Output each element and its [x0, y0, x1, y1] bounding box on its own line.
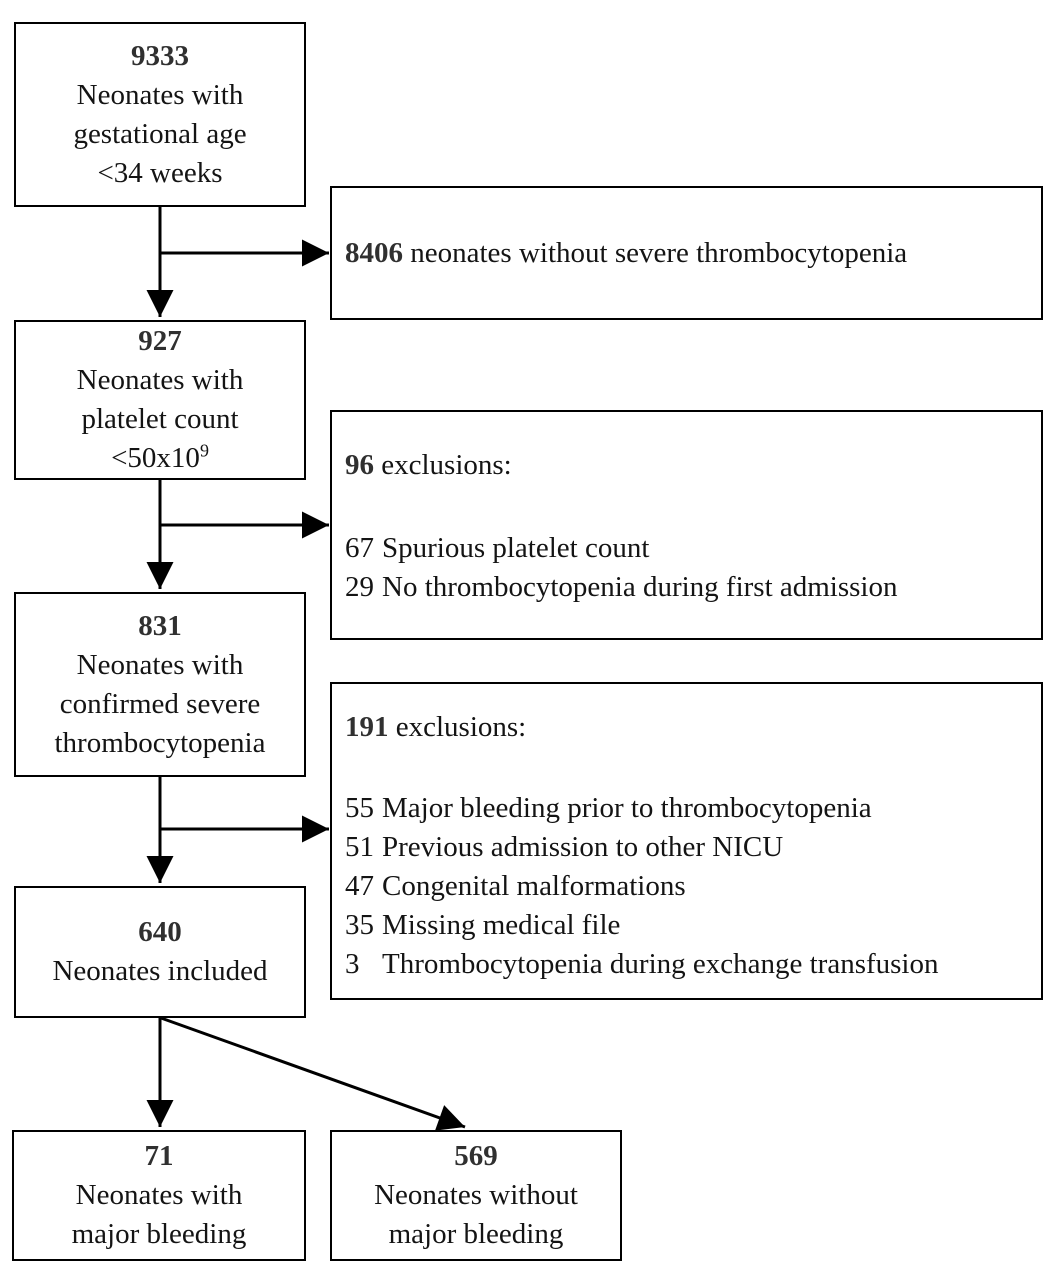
exclusion-item-label: Spurious platelet count — [382, 532, 650, 564]
count-platelet: 927 — [138, 325, 182, 357]
count-major: 71 — [144, 1140, 174, 1172]
box-confirmed-line: confirmed severe — [59, 687, 261, 720]
exclusion-item: 47 Congenital malformations — [345, 867, 1041, 906]
arrow-included-to-no-major — [160, 1016, 466, 1131]
box-included-line: Neonates included — [52, 955, 268, 987]
exclusion-item-label: No thrombocytopenia during first admissi… — [382, 571, 898, 603]
exclusion-item-count: 35 — [345, 909, 374, 941]
box-major-line: major bleeding — [71, 1218, 247, 1250]
exclusion-item: 55 Major bleeding prior to thrombocytope… — [345, 789, 1041, 828]
box-confirmed-line: Neonates with — [76, 648, 244, 681]
count-excl-191: 191 — [345, 711, 389, 743]
exclusion-item-label: Thrombocytopenia during exchange transfu… — [382, 948, 939, 980]
box-no-major-line: major bleeding — [388, 1218, 564, 1250]
exclusion-item-label: Major bleeding prior to thrombocytopenia — [382, 792, 872, 824]
box-confirmed-severe-thrombocytopenia: 831 Neonates with confirmed severe throm… — [14, 592, 306, 777]
exclusions-96-list: 67 Spurious platelet count 29 No thrombo… — [345, 529, 1041, 607]
box-platelet-line: platelet count — [81, 403, 239, 435]
box-total-neonates: 9333 Neonates with gestational age <34 w… — [14, 22, 306, 207]
exclusions-96-title-text: exclusions: — [381, 449, 512, 481]
exclusion-item-label: Previous admission to other NICU — [382, 831, 784, 863]
exclusion-item: 51 Previous admission to other NICU — [345, 828, 1041, 867]
exclusion-item-count: 47 — [345, 870, 374, 902]
exclusion-item: 67 Spurious platelet count — [345, 529, 1041, 568]
exclusion-item-count: 51 — [345, 831, 374, 863]
exclusions-191-list: 55 Major bleeding prior to thrombocytope… — [345, 789, 1041, 984]
box-total-line: Neonates with — [76, 78, 244, 111]
box-no-major-line: Neonates without — [374, 1179, 578, 1211]
box-major-line: Neonates with — [75, 1179, 243, 1211]
count-no-severe: 8406 — [345, 236, 403, 269]
box-no-severe-label: neonates without severe thrombocytopenia — [410, 236, 908, 269]
count-no-major: 569 — [454, 1140, 498, 1172]
box-total-line: gestational age — [73, 117, 247, 150]
box-platelet-threshold: <50x109 — [111, 439, 209, 478]
box-excluded-no-severe-thrombocytopenia: 8406 neonates without severe thrombocyto… — [330, 186, 1043, 320]
exclusion-item: 29 No thrombocytopenia during first admi… — [345, 568, 1041, 607]
threshold-exponent: 9 — [199, 440, 209, 461]
box-total-line: <34 weeks — [97, 156, 223, 189]
exclusion-item-count: 67 — [345, 532, 374, 564]
exclusions-191-title-text: exclusions: — [395, 711, 527, 743]
threshold-base: <50x10 — [111, 442, 200, 474]
exclusion-item-count: 55 — [345, 792, 374, 824]
exclusion-item-count: 3 — [345, 948, 360, 980]
count-total: 9333 — [131, 39, 189, 72]
box-no-major-bleeding: 569 Neonates without major bleeding — [330, 1130, 622, 1261]
exclusion-item-label: Congenital malformations — [382, 870, 686, 902]
exclusion-item: 3 Thrombocytopenia during exchange trans… — [345, 945, 1041, 984]
box-exclusions-96: 96 exclusions: 67 Spurious platelet coun… — [330, 410, 1043, 640]
box-platelet-count: 927 Neonates with platelet count <50x109 — [14, 320, 306, 480]
exclusion-item-label: Missing medical file — [382, 909, 621, 941]
exclusions-191-title: 191 exclusions: — [345, 708, 1041, 747]
count-excl-96: 96 — [345, 449, 374, 481]
box-major-bleeding: 71 Neonates with major bleeding — [12, 1130, 306, 1261]
exclusions-96-title: 96 exclusions: — [345, 446, 1041, 485]
exclusion-item: 35 Missing medical file — [345, 906, 1041, 945]
count-confirmed: 831 — [138, 609, 182, 642]
exclusion-item-count: 29 — [345, 571, 374, 603]
box-exclusions-191: 191 exclusions: 55 Major bleeding prior … — [330, 682, 1043, 1000]
box-confirmed-line: thrombocytopenia — [54, 726, 266, 759]
box-neonates-included: 640 Neonates included — [14, 886, 306, 1018]
count-included: 640 — [138, 916, 182, 948]
box-platelet-line: Neonates with — [76, 364, 244, 396]
box-no-severe-text: 8406 neonates without severe thrombocyto… — [345, 234, 907, 273]
